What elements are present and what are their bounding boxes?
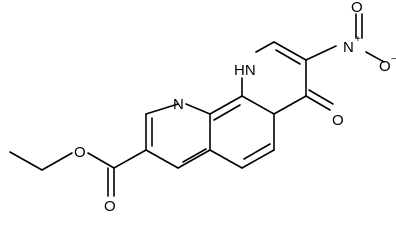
bond	[275, 49, 301, 65]
ring-n-label: N	[173, 96, 184, 113]
nitro-n-label: N	[343, 39, 354, 56]
bond	[308, 89, 334, 105]
atom-labels: HN N N + O O − O O O	[74, 0, 396, 215]
bond	[41, 152, 73, 171]
bond	[273, 95, 307, 115]
ring-nh-label: HN	[234, 62, 256, 79]
bond	[209, 95, 243, 115]
ester-carbonyl-oxygen-label: O	[104, 198, 116, 215]
bond	[243, 143, 271, 160]
bond	[305, 95, 331, 111]
bond	[145, 103, 179, 115]
bond-set	[9, 13, 385, 197]
bond	[365, 51, 385, 63]
bond	[113, 149, 147, 169]
bond	[273, 41, 307, 61]
bond	[213, 104, 241, 121]
bond	[255, 41, 275, 53]
bond	[9, 151, 43, 171]
bond	[182, 148, 207, 163]
ester-ether-oxygen-label: O	[74, 144, 86, 161]
ketone-oxygen-label: O	[332, 112, 344, 129]
bond	[305, 45, 337, 61]
nitro-oxygen-right-label: O	[379, 58, 391, 75]
bond	[177, 149, 211, 169]
bond	[241, 95, 275, 115]
nitro-minus-label: −	[391, 54, 396, 65]
bond	[241, 149, 275, 169]
bond	[185, 103, 211, 115]
bond	[209, 149, 243, 169]
bond	[145, 149, 179, 169]
nitro-oxygen-top-label: O	[351, 0, 363, 16]
bond	[87, 152, 115, 169]
nitro-plus-label: +	[355, 34, 361, 45]
